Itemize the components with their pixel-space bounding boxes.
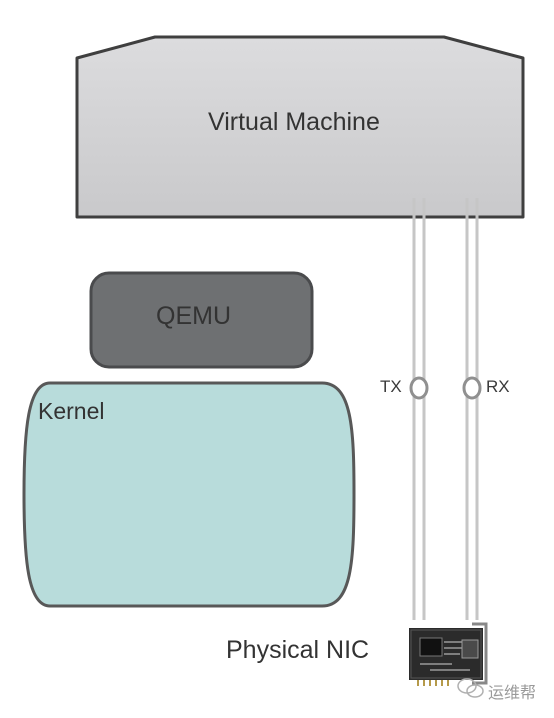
rx-label: RX [486, 377, 510, 396]
tx-channel [409, 198, 429, 620]
kernel-box [22, 381, 356, 608]
qemu-label: QEMU [156, 302, 231, 330]
tx-label: TX [380, 377, 402, 396]
nic-card-icon [409, 622, 488, 686]
qemu-box [89, 271, 314, 369]
watermark-text: 运维帮 [488, 685, 537, 702]
kernel-label: Kernel [38, 398, 105, 424]
tx-port [409, 376, 429, 400]
wechat-icon [457, 678, 484, 698]
virtual-machine-box [75, 35, 525, 219]
rx-channel [462, 198, 482, 620]
rx-port [462, 376, 482, 400]
virtual-machine-label: Virtual Machine [208, 108, 380, 136]
physical-nic-label: Physical NIC [226, 636, 370, 664]
